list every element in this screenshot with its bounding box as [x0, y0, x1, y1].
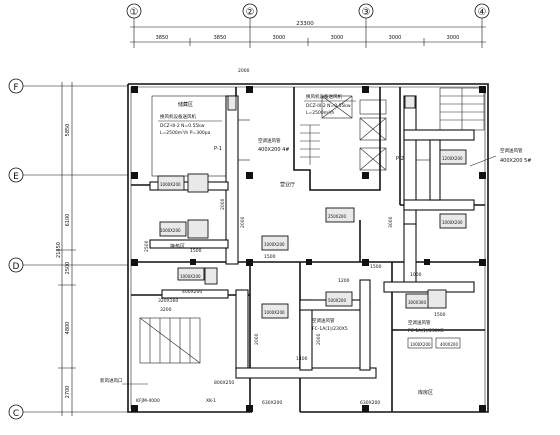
room-heat-exchange: 换热区: [170, 243, 185, 250]
fan-mid-spec: DCZ-III-2 N=0.55kw: [306, 103, 351, 109]
unit-label-9: 250X200: [328, 214, 346, 219]
lower-duct-title: 空调送风管: [312, 317, 335, 324]
axis-row-d: D: [13, 262, 20, 272]
stair-core: [300, 124, 320, 165]
unit-p2: P-2: [396, 156, 404, 162]
dim-misc-4: 1500: [264, 254, 276, 260]
duct-network: [149, 95, 475, 379]
dim-top-seg-6: 3000: [447, 35, 460, 41]
duct-label-right: 空调送风管: [500, 147, 523, 154]
unit-label-6: 300X300: [408, 300, 426, 305]
axis-row-f: F: [13, 83, 18, 93]
dim-top-total: 23300: [296, 21, 314, 27]
dim-misc-12: 3000: [388, 216, 394, 228]
lower-duct-title-2: 空调送风管: [408, 319, 431, 326]
fan-left-flow: L=2500m³/h P=300pa: [160, 130, 211, 136]
fan-left-title: 换风机设备送风机: [160, 113, 196, 120]
dim-top-seg-4: 3000: [331, 35, 344, 41]
dim-misc-5: 2500: [144, 240, 150, 252]
axis-row-c: C: [13, 409, 19, 419]
dim-misc-7: 1500: [370, 264, 382, 270]
dim-top-seg-5: 3000: [389, 35, 402, 41]
dim-left-total: 21850: [56, 242, 62, 258]
dim-misc-15: 1500: [434, 312, 446, 318]
duct-size-center: 400X200 4#: [258, 147, 289, 153]
dim-top-seg-3: 3000: [273, 35, 286, 41]
dim-misc-3: 1500: [190, 248, 202, 254]
dim-misc-10: 3200: [160, 307, 172, 313]
kfjm-label: KFJM-4000: [136, 398, 160, 404]
dim-misc-14: 2000: [316, 333, 322, 345]
dim-top-seg-1: 3850: [156, 35, 169, 41]
duct-size-bottom-c: 630X200: [360, 400, 380, 406]
unit-label-8: 1000X200: [442, 220, 463, 225]
unit-label-7: 1200X200: [442, 156, 463, 161]
lower-duct-spec: FC-1A(1)/230X5: [312, 326, 348, 332]
fan-mid-title: 换风机设备送风机: [306, 93, 342, 100]
axis-col-2: ②: [246, 7, 255, 18]
room-storage: 储藏区: [178, 101, 193, 108]
unit-label-4: 1000X200: [264, 310, 285, 315]
dim-left-seg-5: 2700: [65, 386, 71, 399]
room-hall: 营业厅: [280, 181, 295, 188]
dim-left-seg-2: 6100: [65, 214, 71, 227]
unit-label-2: 1000X200: [160, 228, 181, 233]
lower-duct-spec-2: FC-1A(1)/230X5: [408, 328, 444, 334]
dim-left-seg-4: 4800: [65, 322, 71, 335]
room-labels: 储藏区 营业厅 库房区 换热区: [170, 101, 433, 396]
dim-misc-11: 2000: [254, 333, 260, 345]
dim-left-seg-1: 5850: [65, 124, 71, 137]
unit-label-11: 1000X200: [410, 342, 431, 347]
duct-size-bottom-a: 800X250: [214, 380, 234, 386]
unit-label-5: 500X200: [328, 298, 346, 303]
axis-col-4: ④: [478, 7, 487, 18]
duct-size-right: 400X200 5#: [500, 158, 531, 164]
duct-size-bottom-b: 630X200: [262, 400, 282, 406]
duct-size-lower: 320X160: [158, 298, 178, 304]
equipment-annotations: 换风机设备送风机 DCZ-III-2 N=0.55kw L=2500m³/h P…: [100, 93, 531, 406]
unit-label-10: 1000X200: [180, 274, 201, 279]
duct-label-center: 空调送风管: [258, 137, 281, 144]
stair-lower-left: [149, 318, 191, 363]
dim-misc-2: 2000: [220, 198, 226, 210]
axis-col-1: ①: [130, 7, 139, 18]
unit-label-3: 1000X200: [264, 242, 285, 247]
stair-upper-right: [439, 87, 485, 131]
dim-misc-8: 1200: [338, 278, 350, 284]
unit-label-1: 1000X200: [160, 182, 181, 187]
dim-misc-9: 1000: [410, 272, 422, 278]
dim-top-seg-2: 3850: [214, 35, 227, 41]
xk-label: XK-1: [206, 398, 216, 404]
duct-size-left: 400X200: [182, 289, 202, 295]
structural-columns: [131, 86, 486, 412]
dim-left-seg-3: 2500: [65, 262, 71, 275]
misc-dimensions: 2000 2000 1500 1500 2500 2000 1500 1200 …: [144, 68, 446, 362]
fresh-air-inlet: 新风进风口: [100, 377, 123, 384]
axis-col-3: ③: [362, 7, 371, 18]
fan-left-spec: DCZ-III-2 N=0.55kw: [160, 123, 205, 129]
dim-misc-1: 2000: [238, 68, 250, 74]
top-axis-markers: ① ② ③ ④: [126, 3, 490, 48]
dim-misc-6: 2000: [240, 216, 246, 228]
elevator-shafts: [321, 95, 387, 171]
room-warehouse: 库房区: [418, 389, 433, 396]
axis-row-e: E: [13, 172, 19, 182]
unit-p1: P-1: [214, 146, 222, 152]
dim-misc-13: 1400: [296, 356, 308, 362]
unit-label-12: 400X200: [440, 342, 458, 347]
left-dimensions: 5850 6100 21850 2500 4800 2700: [56, 82, 76, 416]
top-dimensions: 23300 3850 3850 3000 3000 3000 3000: [130, 21, 486, 46]
left-axis-markers: F E D C: [8, 78, 128, 420]
fan-mid-flow: L=2500m³/h: [306, 110, 334, 116]
